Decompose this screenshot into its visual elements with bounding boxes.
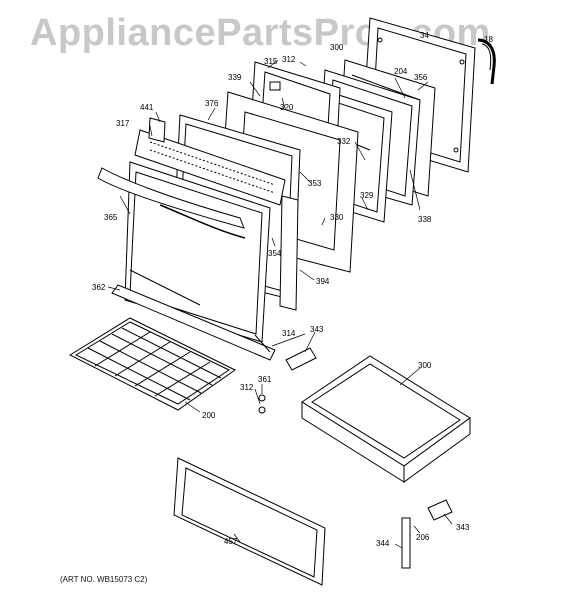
callout-206: 206: [416, 533, 430, 542]
callout-18: 18: [484, 35, 493, 44]
callout-441: 441: [140, 103, 154, 112]
oven-door-front: [124, 161, 271, 343]
leader-lines: [107, 59, 453, 549]
callout-343-upper: 343: [310, 325, 324, 334]
callout-361: 361: [258, 375, 272, 384]
callout-343-lower: 343: [456, 523, 470, 532]
callout-394: 394: [316, 277, 330, 286]
callout-353: 353: [308, 179, 322, 188]
callout-332: 332: [337, 137, 351, 146]
callout-labels: 34 18 312 300 315 204 356 339 320 441 37…: [92, 31, 493, 548]
callout-317: 317: [116, 119, 130, 128]
callout-365: 365: [104, 213, 118, 222]
drawer-glide: [285, 347, 317, 371]
callout-315: 315: [264, 57, 278, 66]
door-handle: [97, 167, 245, 229]
art-number: (ART NO. WB15073 C2): [60, 575, 148, 584]
door-vent-panel: [134, 129, 286, 206]
callout-354: 354: [268, 249, 282, 258]
door-gasket: [477, 38, 496, 85]
callout-376: 376: [205, 99, 219, 108]
door-bottom-trim: [111, 284, 276, 361]
screw-361: [258, 394, 266, 402]
drawer-front-panel: [173, 457, 326, 586]
callout-320: 320: [280, 103, 294, 112]
callout-200: 200: [202, 411, 216, 420]
door-trim-channel: [279, 195, 299, 311]
callout-344: 344: [376, 539, 390, 548]
callout-338: 338: [418, 215, 432, 224]
drawer-rail: [401, 517, 411, 569]
callout-300-top: 300: [330, 43, 344, 52]
hinge-right: [254, 334, 271, 353]
callout-312-lower: 312: [240, 383, 254, 392]
hinge-left: [129, 269, 201, 306]
callout-356: 356: [414, 73, 428, 82]
door-bracket: [148, 117, 166, 143]
callout-300-drawer: 300: [418, 361, 432, 370]
callout-34: 34: [420, 31, 429, 40]
callout-362: 362: [92, 283, 106, 292]
oven-rack: [68, 317, 236, 411]
callout-329: 329: [360, 191, 374, 200]
callout-330: 330: [330, 213, 344, 222]
storage-drawer: [301, 355, 471, 483]
callout-339: 339: [228, 73, 242, 82]
screw-312: [258, 406, 266, 414]
callout-204: 204: [394, 67, 408, 76]
callout-312-top: 312: [282, 55, 296, 64]
drawer-glide-lower: [427, 499, 453, 521]
callout-314: 314: [282, 329, 296, 338]
callout-457: 457: [224, 537, 238, 546]
